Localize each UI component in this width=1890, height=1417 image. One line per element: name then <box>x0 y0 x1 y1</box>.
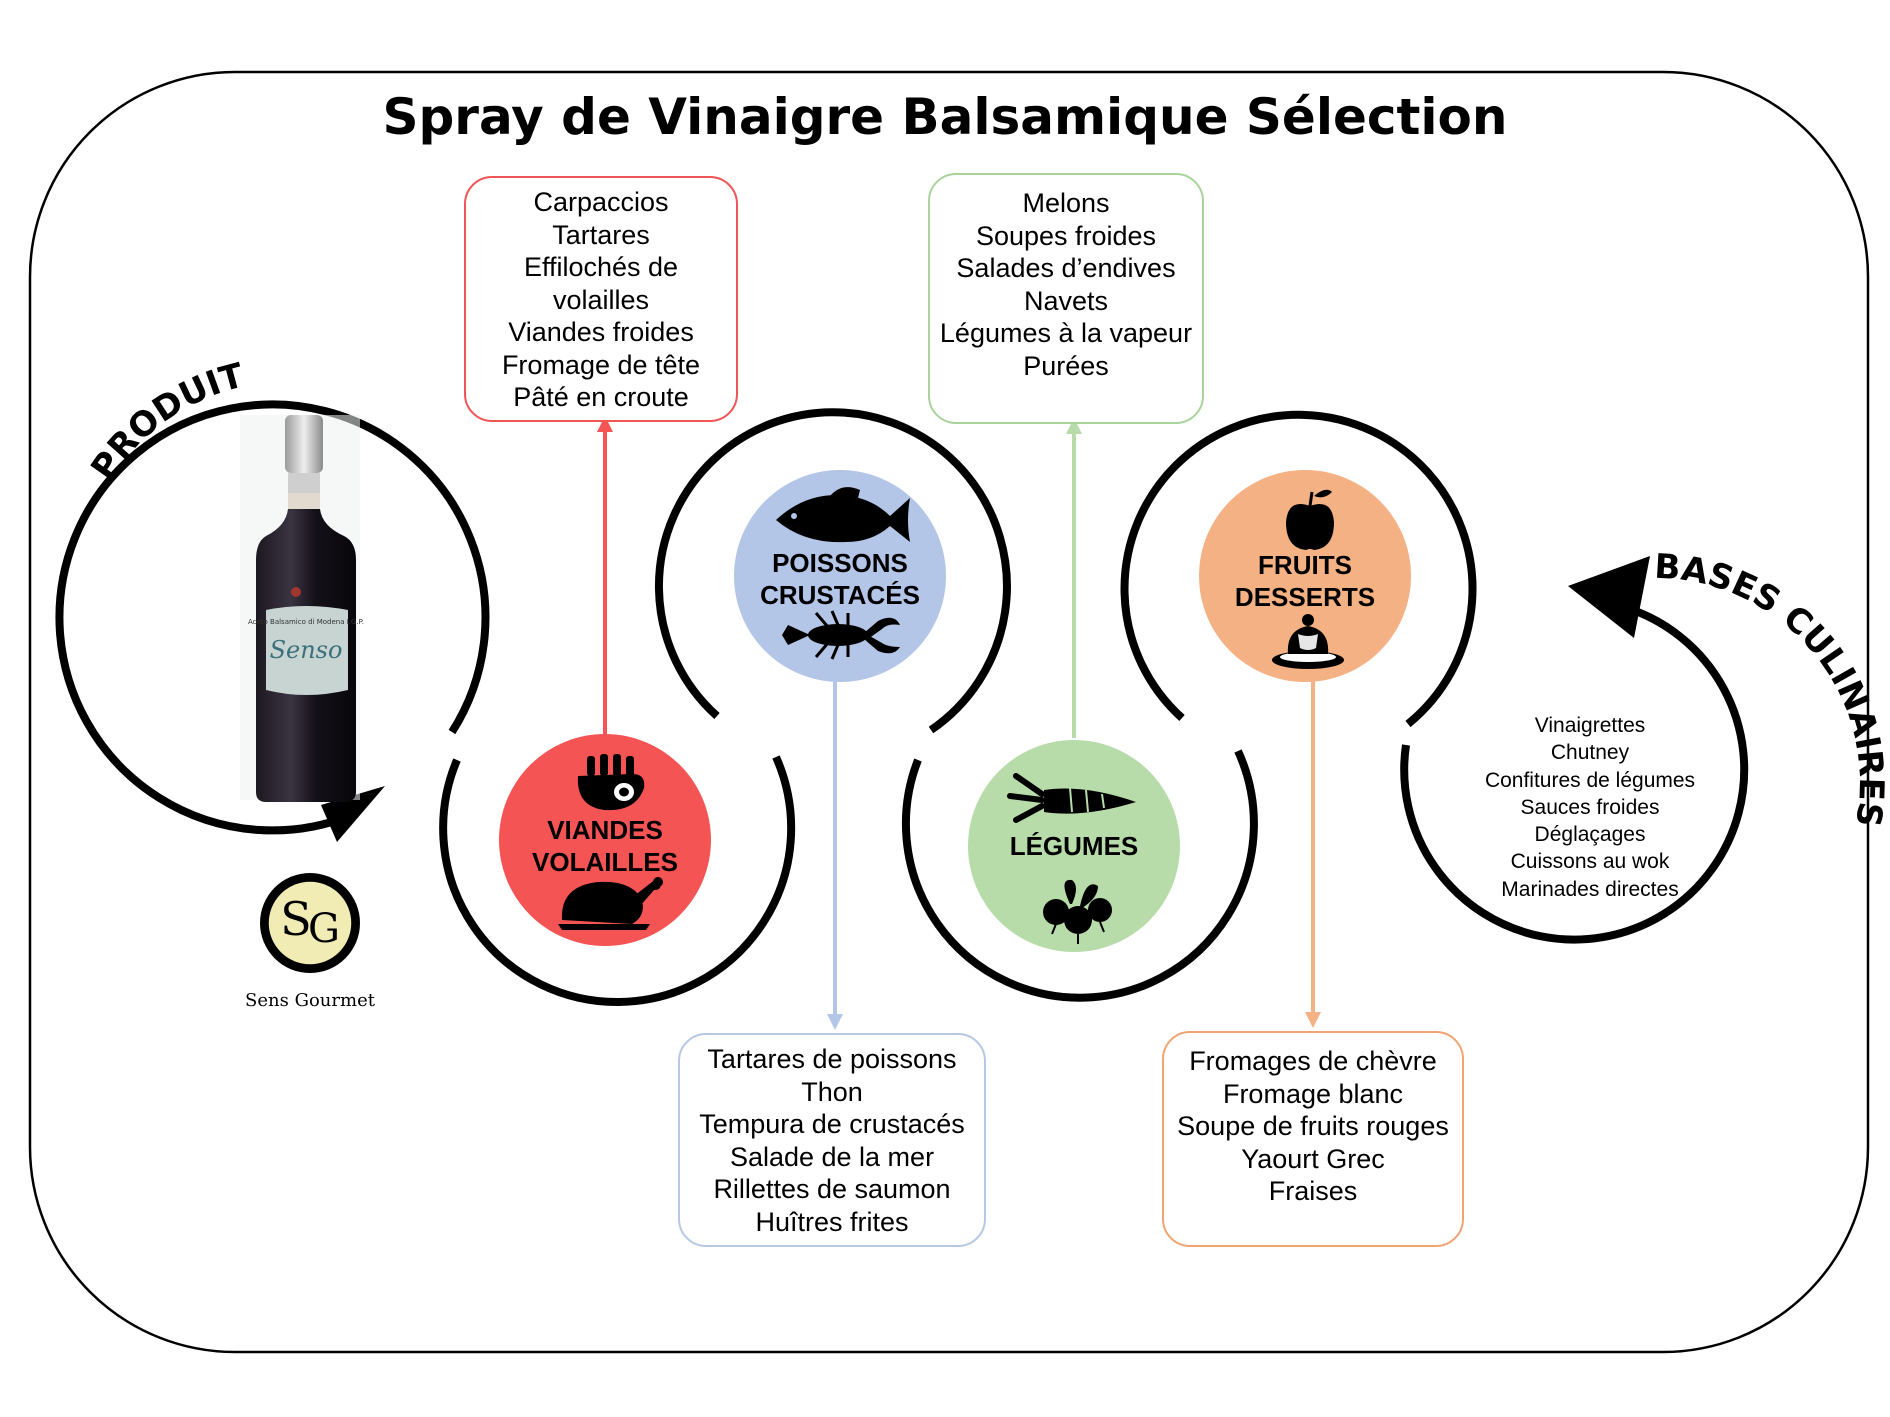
pairing-item: Navets <box>1023 285 1109 316</box>
pairing-item: volailles <box>552 284 650 315</box>
poissons-pairings-box: Tartares de poissons Thon Tempura de cru… <box>678 1033 986 1247</box>
bases-item: Vinaigrettes <box>1534 714 1646 737</box>
apple-icon <box>1286 489 1334 550</box>
pairing-item: Fromage blanc <box>1222 1078 1404 1109</box>
page-title: Spray de Vinaigre Balsamique Sélection <box>382 88 1508 146</box>
pairing-item: Salade de la mer <box>729 1141 935 1172</box>
fruits-label-line: DESSERTS <box>1234 582 1376 612</box>
bases-item: Confitures de légumes <box>1484 768 1696 792</box>
legumes-label: LÉGUMES <box>994 830 1154 862</box>
pairing-item: Légumes à la vapeur <box>939 318 1193 348</box>
viandes-circle <box>499 734 711 946</box>
brand-name: Sens Gourmet <box>245 990 375 1011</box>
bottle-label-text: Aceto Balsamico di Modena I.G.P. <box>248 618 364 626</box>
fish-icon <box>776 487 910 543</box>
fruits-label: FRUITS DESSERTS <box>1225 549 1385 613</box>
pairing-item: Carpaccios <box>533 187 669 217</box>
viandes-label-line: VOLAILLES <box>532 847 678 877</box>
legumes-loop <box>901 749 1258 1002</box>
viandes-label-line: VIANDES <box>547 815 663 845</box>
monogram-g: G <box>308 906 340 952</box>
pairing-item: Fromage de tête <box>501 349 701 380</box>
produit-curved-label: PRODUIT <box>83 355 248 487</box>
fruits-pairings-box: Fromages de chèvre Fromage blanc Soupe d… <box>1162 1031 1464 1247</box>
pairing-item: Yaourt Grec <box>1241 1143 1385 1174</box>
pairing-item: Soupe de fruits rouges <box>1177 1111 1449 1141</box>
pairing-item: Viandes froides <box>508 317 694 347</box>
bases-item: Marinades directes <box>1501 877 1679 901</box>
bases-item: Déglaçages <box>1534 823 1646 847</box>
pairing-item: Purées <box>1023 350 1109 381</box>
pairing-item: Fromages de chèvre <box>1189 1046 1437 1076</box>
outer-frame <box>28 70 1870 1354</box>
pairing-item: Soupes froides <box>975 220 1157 251</box>
pairing-item: Fraises <box>1268 1176 1358 1206</box>
legumes-circle <box>968 740 1180 952</box>
bases-item: Sauces froides <box>1520 795 1660 819</box>
pairing-item: Tempura de crustacés <box>699 1109 965 1139</box>
poissons-label: POISSONS CRUSTACÉS <box>755 547 925 611</box>
viandes-loop <box>439 755 796 1006</box>
carrot-icon <box>1007 773 1136 823</box>
radish-icon <box>1043 879 1112 944</box>
pairing-item: Rillettes de saumon <box>713 1174 951 1204</box>
bases-culinaires-list: Vinaigrettes Chutney Confitures de légum… <box>1445 712 1735 903</box>
pairing-item: Pâté en croute <box>513 382 689 412</box>
fruits-label-line: FRUITS <box>1258 550 1352 580</box>
pairing-item: Huîtres frites <box>755 1206 909 1237</box>
bottle-brand-text: Senso <box>270 636 343 664</box>
poissons-label-line: POISSONS <box>772 548 908 578</box>
lobster-icon <box>782 610 900 660</box>
roast-chicken-icon <box>558 877 663 930</box>
balsamic-bottle-image: Aceto Balsamico di Modena I.G.P. Senso <box>240 415 364 802</box>
pairing-item: Tartares de poissons <box>707 1044 957 1074</box>
fruits-circle <box>1199 470 1411 682</box>
produit-loop <box>55 400 490 835</box>
poissons-label-line: CRUSTACÉS <box>760 580 920 610</box>
bases-item: Cuissons au wok <box>1510 850 1670 874</box>
legumes-label-line: LÉGUMES <box>1009 831 1139 861</box>
pairing-item: Tartares <box>552 219 650 250</box>
legumes-pairings-box: Melons Soupes froides Salades d’endives … <box>928 173 1204 424</box>
bases-item: Chutney <box>1550 741 1630 765</box>
pairing-item: Salades d’endives <box>956 253 1176 283</box>
rack-of-lamb-icon <box>577 754 645 811</box>
fruits-loop <box>1120 410 1477 728</box>
viandes-pairings-box: Carpaccios Tartares Effilochés de volail… <box>464 176 738 422</box>
pairing-item: Melons <box>1022 188 1110 218</box>
produit-arrowhead <box>321 786 385 842</box>
pairing-item: Thon <box>801 1076 863 1107</box>
bases-arrowhead <box>1568 556 1650 638</box>
sens-gourmet-logo: S G <box>260 873 360 973</box>
pairing-item: Effilochés de <box>523 252 679 282</box>
monogram-s: S <box>280 892 312 946</box>
bases-loop <box>1400 604 1749 944</box>
poissons-loop <box>655 408 1011 734</box>
viandes-label: VIANDES VOLAILLES <box>525 814 685 878</box>
pudding-icon <box>1272 614 1344 669</box>
